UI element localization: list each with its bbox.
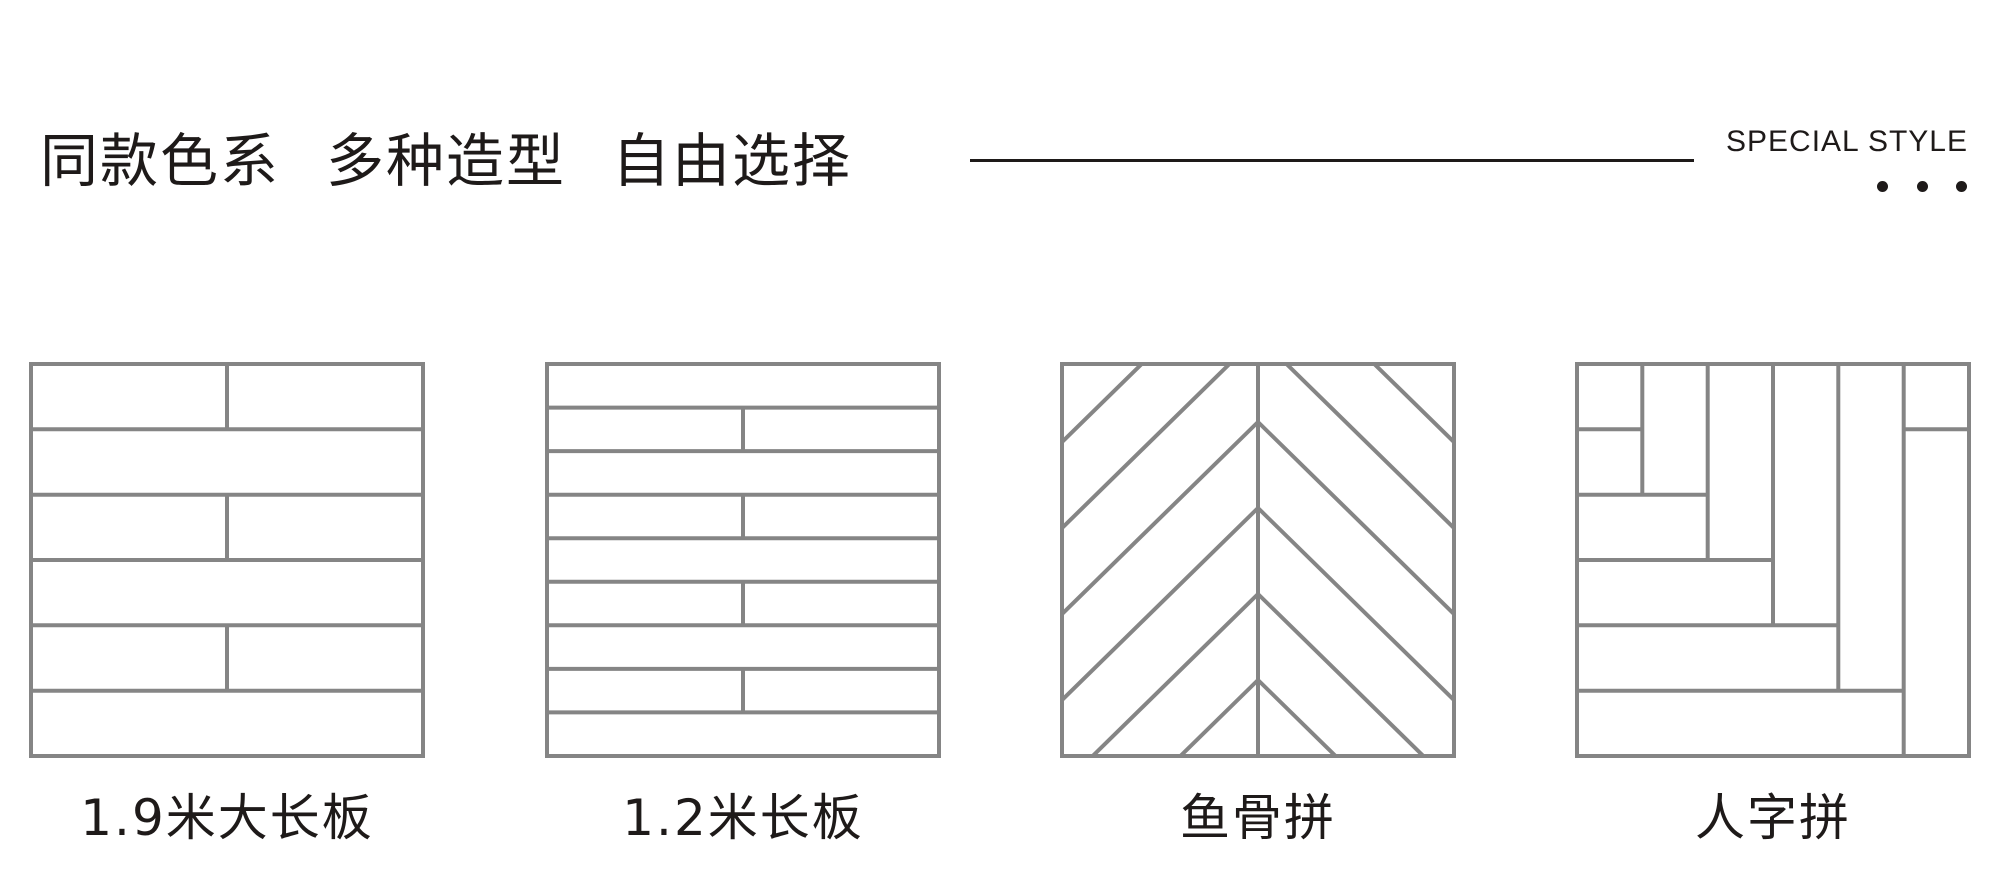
herringbone-pattern-icon	[1575, 362, 1971, 758]
page-title: 同款色系 多种造型 自由选择	[40, 126, 852, 196]
pattern-label-fishbone: 鱼骨拼	[1180, 789, 1336, 847]
title-group-same-color: 同款色系	[40, 127, 281, 195]
fishbone-pattern-icon	[1060, 362, 1456, 758]
dot-icon	[1877, 181, 1888, 192]
plank-1900-pattern-icon	[29, 362, 425, 758]
dot-icon	[1956, 181, 1967, 192]
header-divider-line	[970, 159, 1694, 162]
pattern-label-plank-1200: 1.2米长板	[622, 789, 864, 847]
pattern-label-herringbone: 人字拼	[1695, 789, 1851, 847]
title-group-free-choice: 自由选择	[612, 127, 853, 195]
ellipsis-dots-icon	[1877, 181, 1969, 193]
plank-1200-pattern-icon	[545, 362, 941, 758]
dot-icon	[1917, 181, 1928, 192]
title-group-multiple-styles: 多种造型	[326, 127, 567, 195]
pattern-label-plank-1900: 1.9米大长板	[80, 789, 374, 847]
special-style-tagline: SPECIAL STYLE	[1726, 125, 1968, 158]
